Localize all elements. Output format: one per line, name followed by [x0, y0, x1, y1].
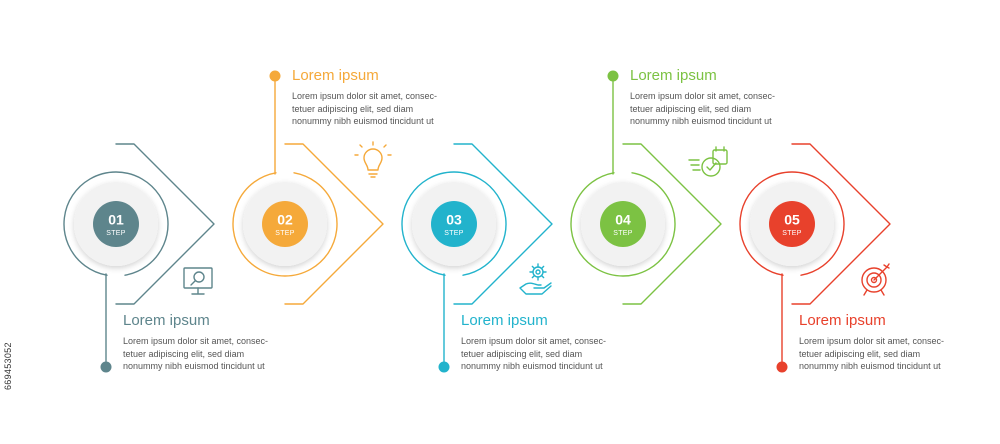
- description-line: nonummy nibh euismod tincidunt ut: [799, 361, 941, 371]
- outer-ring: [739, 171, 845, 276]
- description-line: nonummy nibh euismod tincidunt ut: [630, 116, 772, 126]
- outer-ring: [232, 172, 338, 277]
- connector-dot: [100, 361, 112, 373]
- step-badge: [262, 201, 308, 247]
- step-number: 04: [615, 212, 631, 228]
- description-line: tetuer adipiscing elit, sed diam: [461, 348, 583, 359]
- description-line: nonummy nibh euismod tincidunt ut: [292, 116, 434, 126]
- connector-dot: [607, 70, 619, 82]
- monitor-search-icon: [183, 267, 213, 295]
- outer-ring: [570, 172, 676, 277]
- step-title: Lorem ipsum: [123, 312, 210, 329]
- arrow-outline: [284, 143, 384, 305]
- step-badge: [600, 201, 646, 247]
- step-description: Lorem ipsum dolor sit amet, consec-tetue…: [292, 90, 522, 128]
- step-label: STEP: [782, 230, 802, 237]
- description-line: tetuer adipiscing elit, sed diam: [799, 348, 921, 359]
- outer-ring: [401, 171, 507, 276]
- description-line: nonummy nibh euismod tincidunt ut: [461, 361, 603, 371]
- step-number: 03: [446, 212, 462, 228]
- description-line: tetuer adipiscing elit, sed diam: [292, 103, 414, 114]
- arrow-outline: [453, 143, 553, 305]
- step-label: STEP: [613, 230, 633, 237]
- description-line: nonummy nibh euismod tincidunt ut: [123, 361, 265, 371]
- step-label: STEP: [275, 230, 295, 237]
- description-line: Lorem ipsum dolor sit amet, consec-: [123, 336, 269, 346]
- step-title: Lorem ipsum: [292, 67, 379, 84]
- description-line: Lorem ipsum dolor sit amet, consec-: [461, 336, 607, 346]
- step-title: Lorem ipsum: [630, 67, 717, 84]
- gear-hand-icon: [519, 263, 552, 295]
- fast-calendar-icon: [688, 146, 728, 177]
- target-icon: [861, 263, 890, 296]
- step-title: Lorem ipsum: [461, 312, 548, 329]
- step-badge: [769, 201, 815, 247]
- connector-dot: [269, 70, 281, 82]
- step-badge: [93, 201, 139, 247]
- description-line: tetuer adipiscing elit, sed diam: [630, 103, 752, 114]
- step-label: STEP: [444, 230, 464, 237]
- description-line: Lorem ipsum dolor sit amet, consec-: [630, 91, 776, 101]
- step-description: Lorem ipsum dolor sit amet, consec-tetue…: [799, 335, 1000, 373]
- step-title: Lorem ipsum: [799, 312, 886, 329]
- connector-dot: [776, 361, 788, 373]
- connector-dot: [438, 361, 450, 373]
- step-description: Lorem ipsum dolor sit amet, consec-tetue…: [123, 335, 353, 373]
- step-number: 02: [277, 212, 293, 228]
- arrow-outline: [791, 143, 891, 305]
- description-line: Lorem ipsum dolor sit amet, consec-: [292, 91, 438, 101]
- step-description: Lorem ipsum dolor sit amet, consec-tetue…: [630, 90, 860, 128]
- outer-ring: [63, 171, 169, 276]
- lightbulb-icon: [354, 141, 392, 178]
- arrow-outline: [622, 143, 722, 305]
- arrow-outline: [115, 143, 215, 305]
- step-number: 05: [784, 212, 800, 228]
- description-line: tetuer adipiscing elit, sed diam: [123, 348, 245, 359]
- description-line: Lorem ipsum dolor sit amet, consec-: [799, 336, 945, 346]
- step-label: STEP: [106, 230, 126, 237]
- step-number: 01: [108, 212, 124, 228]
- step-description: Lorem ipsum dolor sit amet, consec-tetue…: [461, 335, 691, 373]
- step-badge: [431, 201, 477, 247]
- stock-image-id: 669453052: [3, 342, 13, 390]
